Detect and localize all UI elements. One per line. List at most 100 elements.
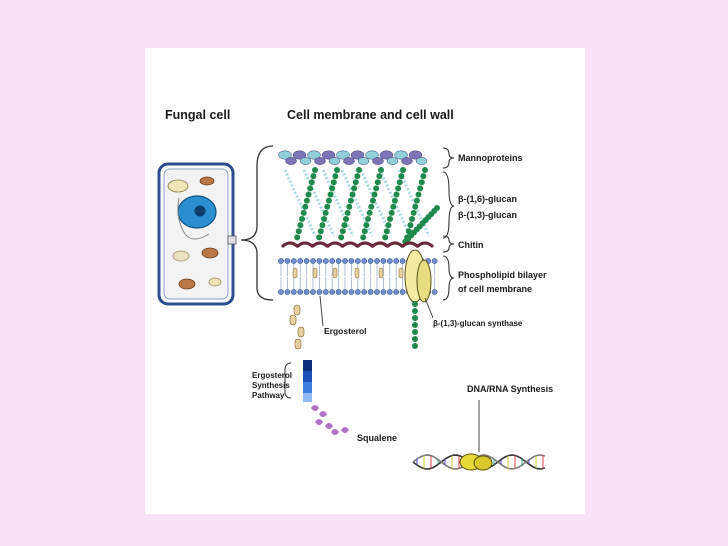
lipid-head-top (310, 258, 316, 264)
lipid-head-top (431, 258, 438, 264)
fungal-cell-wall-diagram: Fungal cell Cell membrane and cell wall (157, 108, 553, 471)
label-squalene: Squalene (357, 433, 397, 443)
glucan-13-bead (396, 179, 403, 186)
glucan-13-bead (365, 215, 372, 222)
chitin-layer (281, 241, 434, 248)
layer-braces (442, 147, 455, 301)
mannoprotein (314, 157, 326, 165)
glucan-13-bead (368, 203, 375, 210)
glucan-13-bead (385, 222, 392, 229)
glucan-13-bead (378, 167, 384, 173)
mannoprotein (365, 150, 379, 160)
mannoprotein (336, 150, 350, 160)
lipid-head-top (393, 258, 400, 264)
chitin-fiber (386, 241, 404, 248)
mannoprotein (307, 150, 321, 160)
synthase-bead (412, 308, 418, 314)
glucan-13-bead (371, 191, 378, 198)
glucan-13-bead (360, 234, 367, 241)
glucan-16-chain (397, 169, 431, 237)
mannoprotein (408, 150, 423, 160)
glucan-13-bead (305, 191, 312, 198)
glucan-13-bead (319, 222, 326, 229)
lipid-head-bottom (386, 289, 393, 295)
label-glucan-16: β-(1,6)-glucan (458, 194, 517, 204)
glucan-16-chain (302, 169, 336, 237)
mannoprotein (394, 150, 408, 160)
fungal-cell-illustration (157, 162, 237, 306)
glucan-13-bead (334, 167, 340, 173)
glucan-13-bead (299, 215, 306, 222)
glucan-16-chain (321, 169, 355, 237)
mannoprotein (379, 150, 394, 160)
glucan-13-bead (339, 228, 346, 235)
lipid-head-bottom (348, 289, 355, 295)
glucan-13-bead (341, 222, 348, 229)
glucan-13-bead (363, 222, 370, 229)
lipid-head-top (322, 258, 329, 264)
lipid-head-top (348, 258, 355, 264)
lipid-head-bottom (399, 289, 406, 295)
glucan-13-bead (316, 234, 323, 241)
glucan-13-bead (352, 179, 359, 186)
lipid-head-top (297, 258, 304, 264)
chitin-fiber (371, 241, 389, 248)
label-bilayer-line2: of cell membrane (458, 284, 532, 294)
glucan-13-bead (330, 179, 337, 186)
glucan-13-bead (325, 197, 332, 204)
glucan-13-bead (307, 185, 314, 192)
chitin-fiber (401, 241, 419, 248)
lipid-head-bottom (335, 289, 342, 295)
ergosterol-molecule (293, 304, 301, 316)
glucan-13-bead (366, 209, 373, 216)
lipid-head-top (329, 258, 336, 264)
glucan-13-bead (329, 185, 336, 192)
lipid-head-top (303, 258, 310, 264)
glucan-13-bead (398, 173, 405, 180)
lipid-head-top (367, 258, 374, 264)
glucan-13-bead (294, 234, 301, 241)
glucan-13-bead (351, 185, 358, 192)
glucan-13-bead (295, 228, 302, 235)
ergosterol-molecule (354, 267, 360, 279)
glucan-13-bead (349, 191, 356, 198)
lipid-head-top (386, 258, 393, 264)
label-ergosterol: Ergosterol (324, 326, 367, 336)
squalene-molecule (325, 423, 333, 429)
glucan-13-bead (373, 185, 380, 192)
chitin-fiber (416, 241, 434, 248)
lipid-head-bottom (329, 289, 336, 295)
lipid-head-bottom (367, 289, 374, 295)
glucan-13-bead (327, 191, 334, 198)
lipid-head-top (284, 258, 291, 264)
mannoprotein (328, 157, 341, 165)
lipid-head-top (316, 258, 323, 264)
squalene-molecule (319, 411, 327, 417)
chitin-fiber (281, 241, 299, 248)
lipid-head-top (335, 258, 342, 264)
squalene-molecule (311, 405, 319, 411)
glucan-13-bead (382, 234, 389, 241)
glucan-13-bead (347, 197, 354, 204)
lipid-head-bottom (284, 289, 291, 295)
mannoprotein (299, 157, 312, 165)
glucan-13-bead (344, 209, 351, 216)
lipid-head-top (290, 258, 297, 264)
glucan-13-bead (300, 209, 307, 216)
lipid-head-bottom (322, 289, 329, 295)
heading-fungal-cell: Fungal cell (165, 108, 230, 122)
glucan-13-bead (324, 203, 331, 210)
glucan-13-bead (390, 203, 397, 210)
glucan-13-bead (391, 197, 398, 204)
glucan-13-bead (317, 228, 324, 235)
squalene-molecule (341, 427, 349, 433)
glucan-chains (283, 167, 440, 245)
ergosterol-molecules (289, 267, 404, 350)
synthase-bead (412, 322, 418, 328)
glucan-13-bead (369, 197, 376, 204)
glucan-13-bead (412, 203, 419, 210)
polymerase (459, 453, 493, 471)
lipid-head-bottom (342, 289, 348, 295)
mannoprotein (285, 157, 297, 165)
lipid-head-bottom (310, 289, 316, 295)
